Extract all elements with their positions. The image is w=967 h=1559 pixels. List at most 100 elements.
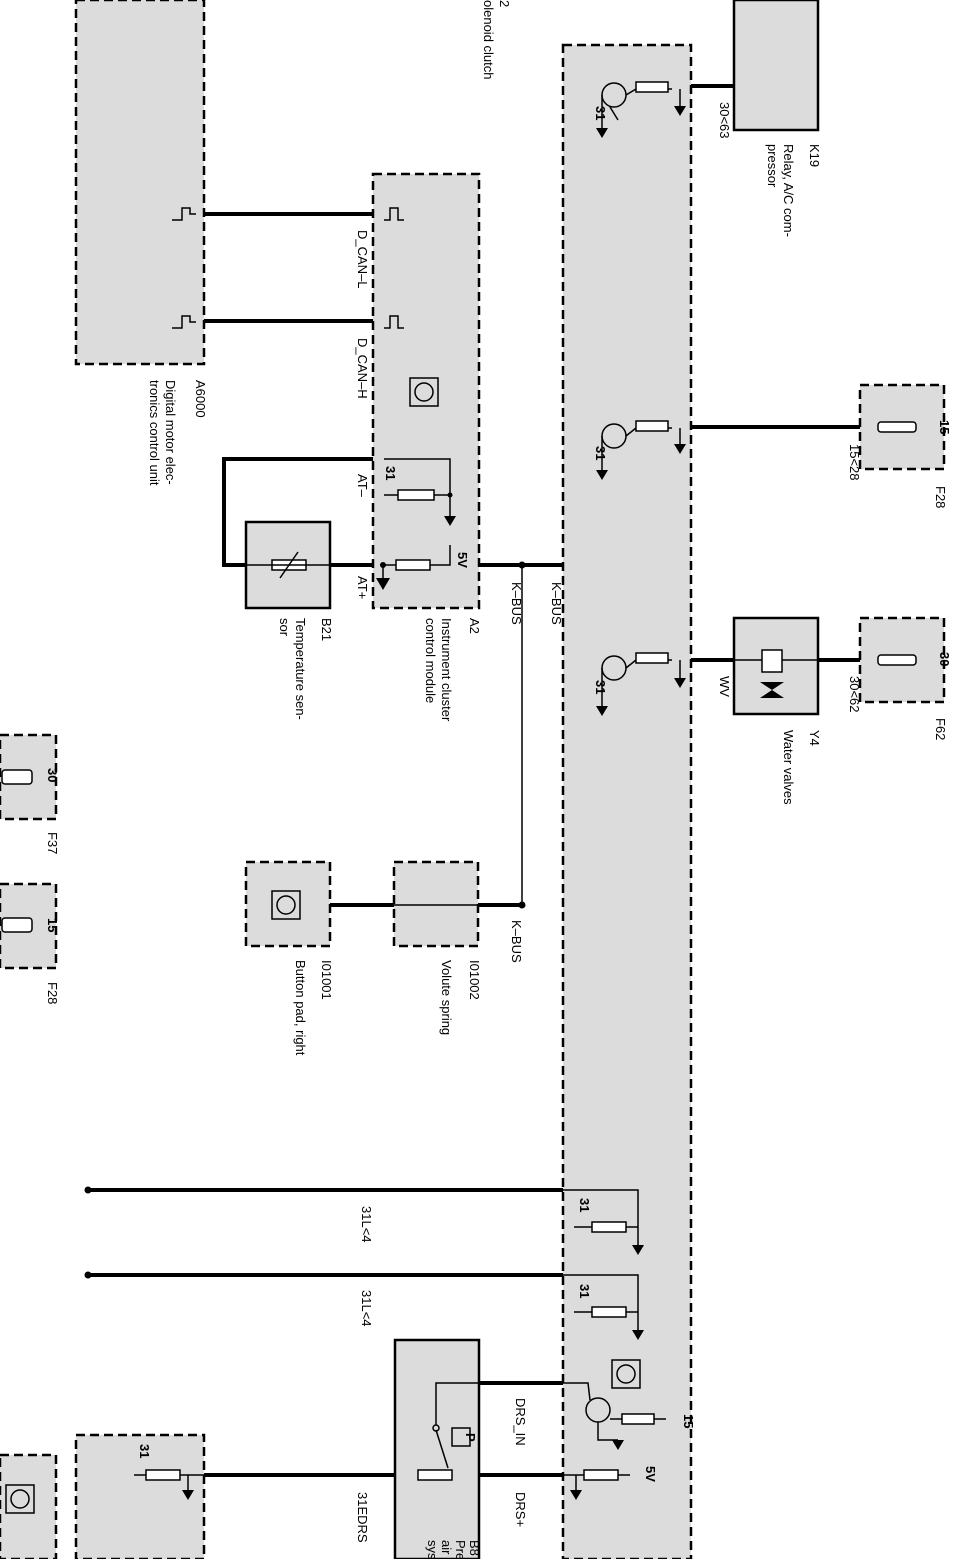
svg-text:Y4: Y4 <box>807 730 822 746</box>
valve-icon <box>734 649 818 698</box>
label-d-can-l: D_CAN–L <box>355 230 370 289</box>
svg-text:F62: F62 <box>933 718 948 740</box>
central-module[interactable] <box>561 43 693 1559</box>
top-cut-label: 2 olenoid clutch <box>481 0 512 80</box>
pin-31: 31 <box>593 106 608 120</box>
svg-text:F37: F37 <box>45 832 60 854</box>
svg-text:A2: A2 <box>467 618 482 634</box>
svg-text:A6000: A6000 <box>193 380 208 418</box>
b21-label: B21 Temperature sen- sor <box>277 618 334 720</box>
label-k-bus-2: K–BUS <box>549 582 564 625</box>
k19-relay[interactable] <box>732 0 820 132</box>
label-drs-plus: DRS+ <box>513 1492 528 1527</box>
a2-label: A2 Instrument cluster control module <box>423 618 482 722</box>
label-30-63: 30<63 <box>717 102 732 139</box>
wire-end-dot <box>84 1271 92 1279</box>
junction-dot <box>518 901 526 909</box>
label-31l4-a: 31L<4 <box>359 1206 374 1243</box>
svg-text:K19: K19 <box>807 144 822 167</box>
label-wv: WV <box>717 676 732 697</box>
label-at-plus: AT+ <box>355 576 370 599</box>
pin-5v: 5V <box>455 552 470 568</box>
label-31l4-b: 31L<4 <box>359 1290 374 1327</box>
svg-text:Digital motor elec-: Digital motor elec- <box>163 380 178 485</box>
label-15-28: 15<28 <box>847 444 862 481</box>
pin-31: 31 <box>577 1284 592 1298</box>
pin-31: 31 <box>383 466 398 480</box>
b8-internals: P <box>417 1382 479 1481</box>
wire-end-dot <box>84 1186 92 1194</box>
resistor-31l4-b <box>563 1274 644 1340</box>
b8-label: B8 Pre air sys <box>425 1540 482 1559</box>
box-31edrs[interactable] <box>74 1433 206 1559</box>
i01002-volute-spring[interactable] <box>392 860 480 948</box>
pin-31: 31 <box>593 446 608 460</box>
svg-text:Temperature sen-: Temperature sen- <box>293 618 308 720</box>
label-k-bus: K–BUS <box>509 582 524 625</box>
label-31edrs: 31EDRS <box>355 1492 370 1543</box>
pin-31: 31 <box>137 1444 152 1458</box>
label-drs-in: DRS_IN <box>513 1398 528 1446</box>
svg-text:F28: F28 <box>45 982 60 1004</box>
i01001-button-pad[interactable] <box>244 860 332 948</box>
fuse-icon <box>1 421 917 933</box>
svg-text:30: 30 <box>937 652 952 666</box>
svg-text:olenoid clutch: olenoid clutch <box>481 0 496 80</box>
box-bottom-left[interactable] <box>0 1453 58 1559</box>
a6000-label: A6000 Digital motor elec- tronics contro… <box>147 380 208 486</box>
resistor-31l4-a <box>563 1189 644 1255</box>
junction-dot <box>518 561 526 569</box>
pin-31: 31 <box>593 680 608 694</box>
svg-text:Water valves: Water valves <box>781 730 796 805</box>
svg-text:Relay, A/C com-: Relay, A/C com- <box>781 144 796 237</box>
svg-text:sor: sor <box>277 618 292 637</box>
button-pad-icon <box>271 890 301 920</box>
svg-text:15: 15 <box>45 918 60 932</box>
transistor-k19 <box>596 81 686 138</box>
svg-text:sys: sys <box>425 1540 440 1559</box>
b21-internals <box>246 551 330 579</box>
svg-text:I01001: I01001 <box>319 960 334 1000</box>
transistor-f28 <box>596 420 686 480</box>
label-d-can-h: D_CAN–H <box>355 338 370 399</box>
f28-top-label: F28 15 <box>933 420 952 508</box>
svg-text:tronics control unit: tronics control unit <box>147 380 162 486</box>
label-30-62: 30<62 <box>847 676 862 713</box>
svg-text:F28: F28 <box>933 486 948 508</box>
svg-text:control module: control module <box>423 618 438 703</box>
svg-text:P: P <box>463 1433 478 1442</box>
svg-text:air: air <box>439 1540 454 1555</box>
svg-text:Pre: Pre <box>453 1540 468 1559</box>
wire-at-minus <box>222 457 373 567</box>
a6000-module[interactable] <box>74 0 206 366</box>
svg-text:30: 30 <box>45 768 60 782</box>
pin-31: 31 <box>577 1198 592 1212</box>
svg-text:B21: B21 <box>319 618 334 641</box>
k19-label: K19 Relay, A/C com- pressor <box>765 144 822 237</box>
label-k-bus-3: K–BUS <box>509 920 524 963</box>
pin-5v: 5V <box>643 1466 658 1482</box>
svg-text:Instrument cluster: Instrument cluster <box>439 618 454 722</box>
a2-module[interactable] <box>371 172 481 610</box>
i01001-label: I01001 Button pad, right <box>293 960 334 1056</box>
can-symbol <box>172 207 404 329</box>
svg-text:I01002: I01002 <box>467 960 482 1000</box>
svg-text:15: 15 <box>937 420 952 434</box>
label-at-minus: AT– <box>355 474 370 498</box>
f37-label: F37 30 <box>45 768 60 854</box>
svg-text:pressor: pressor <box>765 144 780 188</box>
f28-bottom-label: F28 15 <box>45 918 60 1004</box>
svg-text:B8: B8 <box>467 1540 482 1556</box>
bottom-left-icon <box>5 1484 35 1514</box>
svg-text:Volute spring: Volute spring <box>439 960 454 1035</box>
f62-label: F62 30 <box>933 652 952 740</box>
box-31edrs-internals <box>134 1469 204 1500</box>
transistor-y4 <box>596 652 686 716</box>
b8-sensor[interactable] <box>393 1338 481 1559</box>
y4-label: Y4 Water valves <box>781 730 822 805</box>
drs-circuit <box>563 1359 666 1500</box>
i01002-label: I01002 Volute spring <box>439 960 482 1035</box>
svg-text:Button pad, right: Button pad, right <box>293 960 308 1056</box>
a2-internals <box>376 377 456 590</box>
